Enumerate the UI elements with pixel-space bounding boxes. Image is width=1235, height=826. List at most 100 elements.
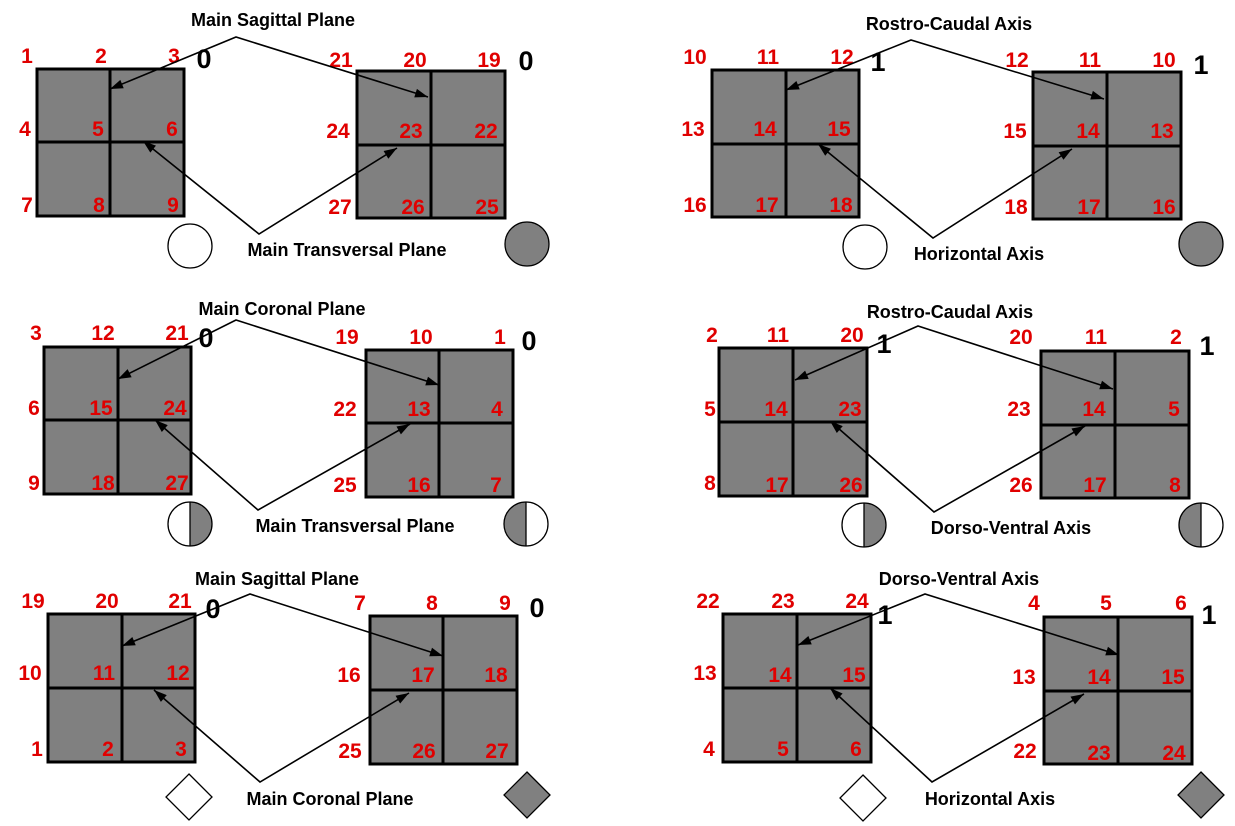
grid-number: 19 [335, 326, 358, 349]
grid-index: 1 [1199, 331, 1214, 361]
grid-number: 13 [693, 662, 716, 685]
grid-number: 9 [28, 472, 40, 495]
grid-number: 5 [92, 118, 104, 141]
grid-number: 1 [21, 45, 33, 68]
panel-3-bottom-label: Dorso-Ventral Axis [931, 518, 1091, 538]
grid-cell [108, 140, 186, 218]
grid-number: 11 [93, 662, 116, 685]
grid-number: 20 [840, 324, 863, 347]
diamond-gray-icon [503, 771, 551, 819]
connector-line [797, 593, 1120, 656]
grid-number: 10 [1152, 49, 1175, 72]
grid-cell [364, 348, 441, 425]
arrowhead [154, 690, 167, 702]
arrowhead-layer [110, 79, 1119, 705]
grid-number: 8 [93, 194, 105, 217]
grid-number: 4 [19, 118, 31, 141]
grid-number: 22 [1013, 740, 1036, 763]
grid-number: 15 [827, 118, 851, 141]
grid-number: 8 [1169, 474, 1181, 497]
grid-number: 26 [839, 474, 862, 497]
grid-number: 17 [411, 664, 434, 687]
grid-cell [1113, 349, 1191, 427]
grid-number: 12 [1005, 49, 1028, 72]
grid-number: 2 [706, 324, 718, 347]
grid-number: 11 [1085, 326, 1108, 349]
panel-5-top-label: Dorso-Ventral Axis [879, 569, 1039, 589]
grid-cell [120, 686, 197, 764]
connector-line [121, 593, 444, 657]
grid-number: 4 [703, 738, 715, 761]
panel-3-top-label: Rostro-Caudal Axis [867, 302, 1033, 322]
grid-number: 6 [1175, 592, 1187, 615]
panel-3-left-grid: 2 11 20 5 14 23 8 17 26 1 [704, 324, 892, 498]
grid-number: 14 [1076, 120, 1100, 143]
grid-cell [1116, 689, 1194, 766]
grid-number: 6 [850, 738, 862, 761]
grid-number: 3 [168, 45, 180, 68]
panel-0-left-grid: 1 2 3 4 5 6 7 8 9 0 [19, 44, 212, 218]
arrowhead [830, 688, 843, 701]
grid-number: 17 [1077, 196, 1100, 219]
grid-number: 24 [845, 590, 869, 613]
grid-cell [1105, 144, 1183, 221]
grid-cell [441, 688, 519, 766]
grid-number: 27 [485, 740, 508, 763]
half-circle-white-left-icon [841, 502, 887, 548]
connector-line [794, 325, 1114, 390]
grid-number: 23 [1007, 398, 1030, 421]
grid-number: 21 [165, 322, 189, 345]
arrowhead [395, 693, 409, 704]
grid-cell [120, 612, 197, 690]
panel-2: Main Coronal Plane Main Transversal Plan… [28, 299, 549, 547]
grid-number: 6 [28, 397, 40, 420]
grid-number: 5 [704, 398, 716, 421]
grid-cell [717, 420, 795, 498]
connector-line [817, 143, 1073, 239]
arrowhead [1071, 426, 1085, 437]
grid-cell [1042, 689, 1120, 766]
grid-number: 16 [337, 664, 360, 687]
grid-cell [795, 612, 873, 690]
grid-cell [721, 686, 799, 764]
panel-1-connector-lines [785, 39, 1105, 239]
panel-5-bottom-label: Horizontal Axis [925, 789, 1055, 809]
grid-number: 23 [399, 120, 422, 143]
panel-1-bottom-label: Horizontal Axis [914, 244, 1044, 264]
grid-number: 11 [757, 46, 780, 69]
arrowhead [818, 144, 831, 156]
panel-4-top-label: Main Sagittal Plane [195, 569, 359, 589]
grid-number: 12 [166, 662, 189, 685]
panel-3: Rostro-Caudal Axis Dorso-Ventral Axis 2 … [704, 302, 1224, 548]
panel-0: Main Sagittal Plane Main Transversal Pla… [19, 10, 550, 269]
panel-5-left-grid: 22 23 24 13 14 15 4 5 6 1 [693, 590, 893, 764]
panel-0-bottom-label: Main Transversal Plane [247, 240, 446, 260]
grid-cell [710, 142, 788, 219]
grid-index: 0 [518, 46, 533, 76]
grid-number: 26 [401, 196, 424, 219]
grid-number: 15 [842, 664, 866, 687]
grid-number: 17 [1083, 474, 1106, 497]
arrowhead [425, 376, 439, 386]
connector-line [829, 687, 1085, 783]
grid-number: 4 [1028, 592, 1040, 615]
circle-gray-icon [1178, 221, 1224, 267]
grid-number: 12 [830, 46, 853, 69]
diamond-white-icon [165, 773, 213, 821]
grid-cell [784, 68, 861, 146]
panel-0-connector-lines [109, 36, 429, 235]
grid-cell [1042, 615, 1120, 693]
diamond-gray-icon [1177, 771, 1225, 819]
grid-number: 5 [777, 738, 789, 761]
grid-number: 10 [683, 46, 706, 69]
grid-number: 9 [167, 194, 179, 217]
grid-number: 4 [491, 398, 503, 421]
grid-number: 12 [91, 322, 114, 345]
grid-number: 27 [165, 472, 188, 495]
grid-number: 7 [21, 194, 33, 217]
grid-cell [355, 143, 433, 220]
arrowhead [143, 141, 156, 153]
grid-number: 18 [829, 194, 853, 217]
panel-2-right-grid: 19 10 1 22 13 4 25 16 7 0 [333, 326, 537, 499]
